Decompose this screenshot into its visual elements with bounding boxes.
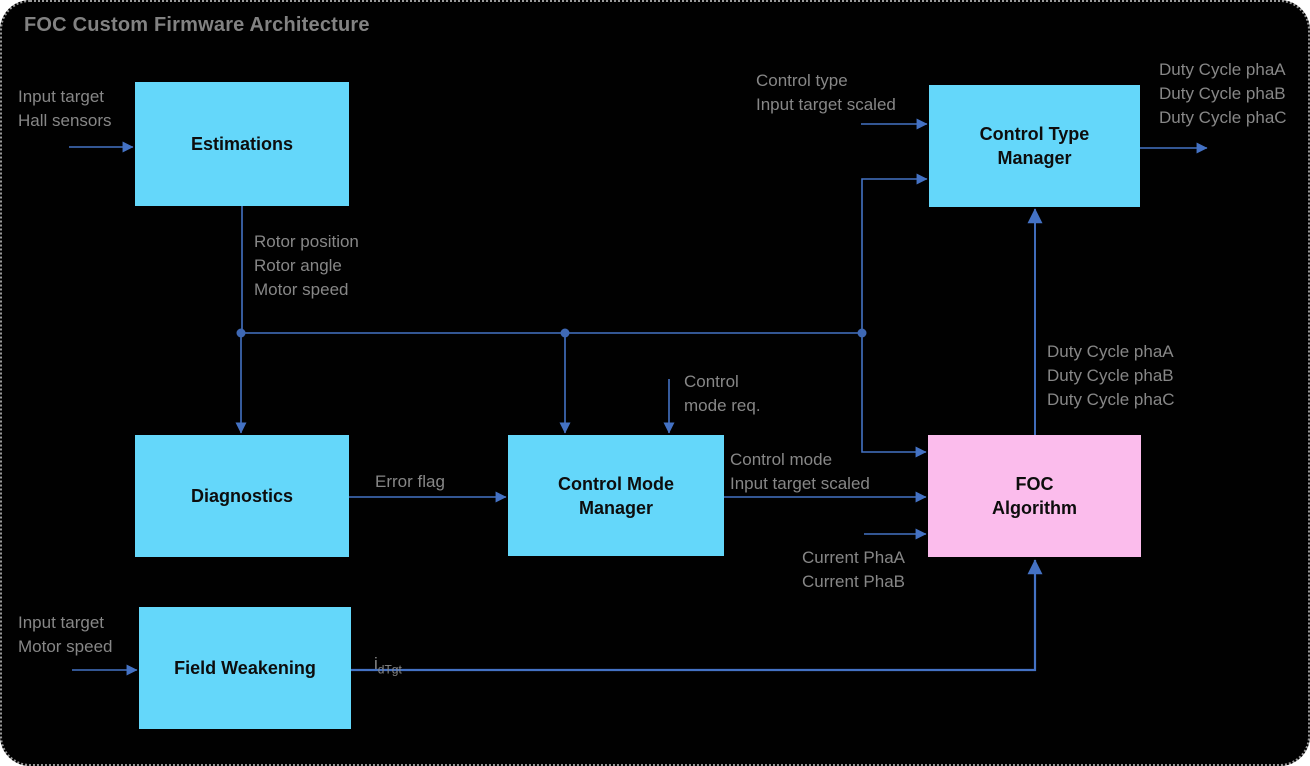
junction-dot-middle	[560, 328, 570, 338]
label-error-flag: Error flag	[375, 472, 445, 491]
junction-dot-right	[857, 328, 867, 338]
label-idtgt-subscript: dTgt	[377, 662, 402, 677]
label-idtgt: idTgt	[374, 628, 402, 681]
block-control-type-manager: Control Type Manager	[929, 85, 1140, 207]
block-foc-algorithm: FOC Algorithm	[928, 435, 1141, 557]
page-title: FOC Custom Firmware Architecture	[24, 14, 370, 36]
edge-bus-to-foc-algorithm	[861, 333, 927, 458]
edge-field-weakening-to-foc	[351, 559, 1043, 672]
label-estimations-outputs: Rotor position Rotor angle Motor speed	[254, 232, 359, 299]
label-idtgt-base: i	[374, 654, 378, 673]
label-control-mode-request: Control mode req.	[684, 372, 761, 415]
block-control-mode-manager: Control Mode Manager	[508, 435, 724, 556]
block-field-weakening: Field Weakening	[139, 607, 351, 729]
junction-dot-left	[236, 328, 246, 338]
label-fw-inputs: Input target Motor speed	[18, 613, 113, 656]
block-diagnostics: Diagnostics	[135, 435, 349, 557]
label-estimations-inputs: Input target Hall sensors	[18, 87, 112, 130]
label-foc-outputs: Duty Cycle phaA Duty Cycle phaB Duty Cyc…	[1047, 342, 1175, 409]
label-cmm-outputs: Control mode Input target scaled	[730, 450, 870, 493]
block-estimations: Estimations	[135, 82, 349, 206]
label-ctm-outputs: Duty Cycle phaA Duty Cycle phaB Duty Cyc…	[1159, 60, 1287, 127]
label-ctm-inputs: Control type Input target scaled	[756, 71, 896, 114]
edge-bus-to-control-type-manager	[861, 173, 928, 333]
label-foc-current-inputs: Current PhaA Current PhaB	[802, 548, 905, 591]
